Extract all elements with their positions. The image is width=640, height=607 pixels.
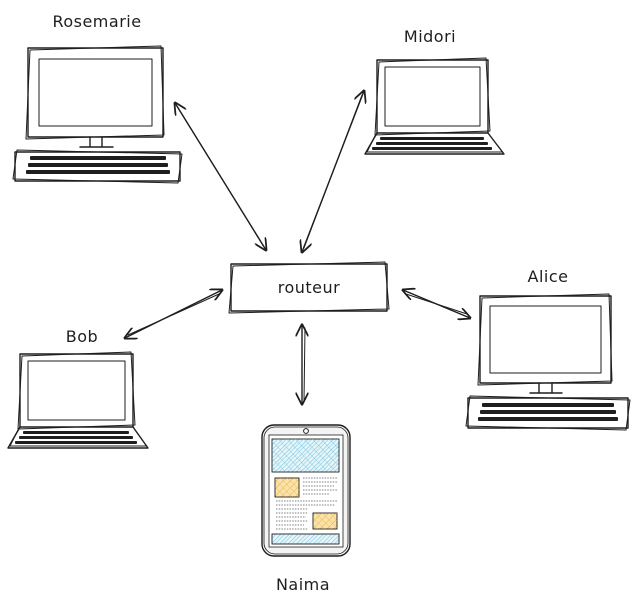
link-midori-router [302,91,364,252]
node-alice[interactable]: Alice [465,267,631,431]
link-naima-router [302,325,305,404]
laptop-icon [364,57,505,155]
link-alice-router [403,290,470,318]
node-bob[interactable]: Bob [7,327,149,449]
alice-label: Alice [528,267,569,286]
rosemarie-label: Rosemarie [52,12,141,31]
link-bob-router [125,290,222,338]
laptop-icon [7,351,149,449]
link-rosemarie-router [175,103,266,250]
desktop-computer-icon [465,293,631,431]
router-node[interactable]: routeur [228,261,390,314]
links [125,91,470,404]
naima-label: Naima [276,575,330,594]
router-label: routeur [278,278,341,297]
desktop-computer-icon [12,45,183,184]
bob-label: Bob [66,327,98,346]
node-midori[interactable]: Midori [364,27,505,155]
node-rosemarie[interactable]: Rosemarie [12,12,183,184]
smartphone-icon [261,424,351,557]
node-naima[interactable]: Naima [261,424,351,594]
midori-label: Midori [404,27,456,46]
